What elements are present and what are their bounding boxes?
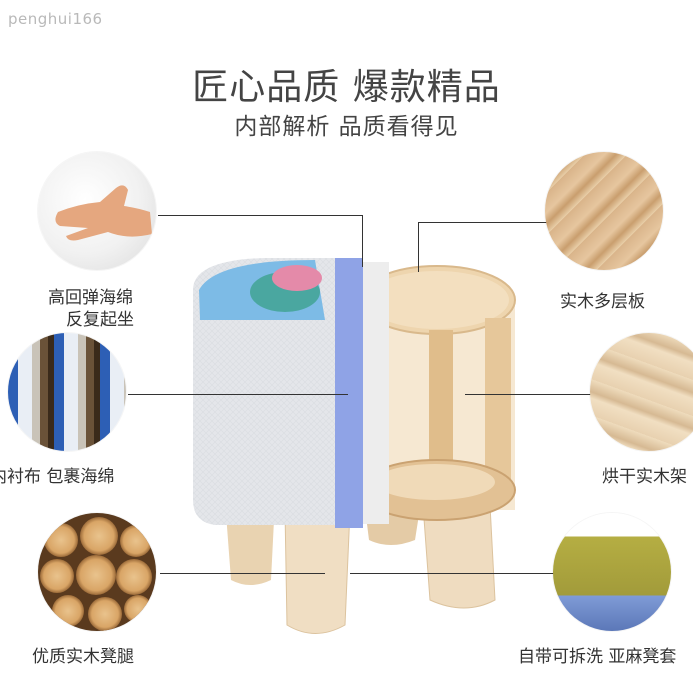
stool-illustration xyxy=(193,258,516,634)
feature-label-legs: 优质实木凳腿 xyxy=(32,647,134,667)
feature-label-plywood: 实木多层板 xyxy=(560,292,645,312)
connector-line-lining xyxy=(128,394,348,395)
connector-line-sponge-drop xyxy=(362,215,363,267)
feature-image-frame-wood xyxy=(590,333,693,451)
page-subtitle: 内部解析 品质看得见 xyxy=(234,114,459,140)
feature-image-logs xyxy=(38,513,156,631)
feature-image-lining xyxy=(8,333,126,451)
feature-label-sponge-1: 高回弹海绵 xyxy=(48,288,133,308)
feature-image-linen-cover xyxy=(553,513,671,631)
connector-line-board-drop xyxy=(418,222,419,272)
page-title: 匠心品质 爆款精品 xyxy=(192,67,501,108)
connector-line-sponge xyxy=(158,215,363,216)
connector-line-board xyxy=(418,222,548,223)
feature-label-sponge-2: 反复起坐 xyxy=(66,310,134,330)
hand-icon xyxy=(55,185,152,241)
wood-frame xyxy=(358,265,516,521)
feature-image-plywood xyxy=(545,152,663,270)
fabric-cover xyxy=(193,258,389,528)
feature-label-frame-wood: 烘干实木架 xyxy=(602,467,687,487)
connector-line-cover xyxy=(350,573,555,574)
connector-line-frame xyxy=(465,394,593,395)
watermark-text: penghui166 xyxy=(8,10,103,28)
feature-image-sponge xyxy=(38,152,156,270)
feature-label-lining: 内衬布 包裹海绵 xyxy=(0,467,115,487)
feature-label-linen-cover: 自带可拆洗 亚麻凳套 xyxy=(518,647,677,667)
connector-line-legs xyxy=(160,573,325,574)
